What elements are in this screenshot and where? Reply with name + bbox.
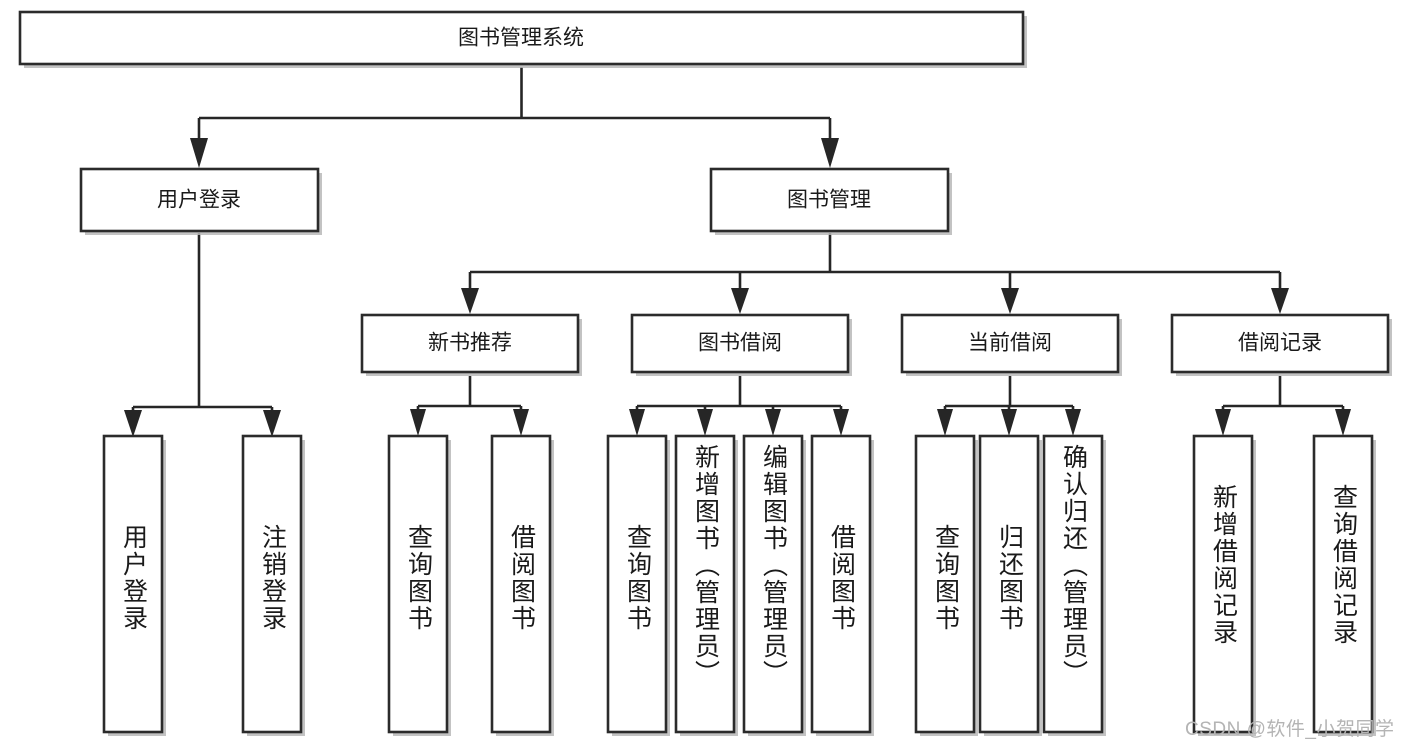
leaf-cb-confirm-return-rect [1042, 434, 1104, 734]
leaf-user-login-login[interactable] [102, 434, 166, 736]
node-book-management-label: 图书管理 [787, 189, 871, 212]
arrow-head-nbr-borrow [513, 409, 529, 436]
arrow-head-cb-query [937, 409, 953, 436]
leaf-bb-edit-book-rect [742, 434, 804, 734]
connector-group [124, 67, 1351, 437]
arrow-head-br-query [1335, 409, 1351, 436]
arrow-head-cb-confirm [1065, 409, 1081, 436]
leaf-br-add-record-rect [1192, 434, 1254, 734]
leaf-cb-return-book-rect [978, 434, 1040, 734]
leaf-bb-query-book[interactable] [606, 434, 670, 736]
leaf-nbr-borrow-book-rect [490, 434, 552, 734]
leaf-cb-confirm-return[interactable] [1042, 434, 1106, 736]
arrow-head-br-add [1215, 409, 1231, 436]
node-new-book-recommend[interactable]: 新书推荐 [360, 313, 582, 376]
arrow-head-leaf-user-login [124, 410, 142, 437]
watermark-text: CSDN @软件_小贺同学 [1185, 719, 1395, 740]
node-current-borrow[interactable]: 当前借阅 [900, 313, 1122, 376]
arrow-head-bb-query [629, 409, 645, 436]
node-user-login[interactable]: 用户登录 [79, 167, 322, 235]
leaf-nbr-borrow-book[interactable] [490, 434, 554, 736]
node-book-management[interactable]: 图书管理 [709, 167, 952, 235]
leaf-bb-query-book-rect [606, 434, 668, 734]
node-borrow-record-rect [1170, 313, 1390, 374]
leaf-user-login-login-rect [102, 434, 164, 734]
arrow-head-cb-return [1001, 409, 1017, 436]
arrow-head-bb-edit [765, 409, 781, 436]
leaf-br-query-record-rect [1312, 434, 1374, 734]
arrow-head-borrow-record [1271, 288, 1289, 314]
node-new-book-recommend-rect [360, 313, 580, 374]
arrow-head-nbr-query [410, 409, 426, 436]
leaf-br-query-record[interactable] [1312, 434, 1376, 736]
node-book-borrow-rect [630, 313, 850, 374]
leaf-nbr-query-book[interactable] [387, 434, 451, 736]
arrow-head-book-borrow [731, 288, 749, 314]
leaf-bb-add-book[interactable] [674, 434, 738, 736]
leaf-bb-add-book-rect [674, 434, 736, 734]
node-book-management-rect [709, 167, 950, 233]
leaf-user-login-logout-rect [241, 434, 303, 734]
node-root-rect [18, 10, 1025, 66]
leaf-bb-edit-book[interactable] [742, 434, 806, 736]
arrow-head-bb-add [697, 409, 713, 436]
node-book-borrow[interactable]: 图书借阅 [630, 313, 852, 376]
arrow-head-leaf-logout [263, 410, 281, 437]
node-borrow-record-label: 借阅记录 [1238, 332, 1322, 355]
node-user-login-label: 用户登录 [157, 189, 241, 212]
leaf-cb-return-book[interactable] [978, 434, 1042, 736]
arrow-head-user-login [190, 138, 208, 168]
arrow-head-bb-borrow [833, 409, 849, 436]
node-current-borrow-rect [900, 313, 1120, 374]
leaf-cb-query-book[interactable] [914, 434, 978, 736]
node-root-label: 图书管理系统 [458, 27, 584, 50]
node-book-borrow-label: 图书借阅 [698, 332, 782, 355]
node-user-login-rect [79, 167, 320, 233]
leaf-bb-borrow-book[interactable] [810, 434, 874, 736]
arrow-head-new-book-rec [461, 288, 479, 314]
arrow-head-current-borrow [1001, 288, 1019, 314]
node-borrow-record[interactable]: 借阅记录 [1170, 313, 1392, 376]
arrow-head-book-mgmt [821, 138, 839, 168]
leaf-nbr-query-book-rect [387, 434, 449, 734]
node-new-book-recommend-label: 新书推荐 [428, 332, 512, 355]
node-current-borrow-label: 当前借阅 [968, 332, 1052, 355]
leaf-bb-borrow-book-rect [810, 434, 872, 734]
node-root[interactable]: 图书管理系统 [18, 10, 1027, 68]
leaf-user-login-logout[interactable] [241, 434, 305, 736]
leaf-cb-query-book-rect [914, 434, 976, 734]
leaf-br-add-record[interactable] [1192, 434, 1256, 736]
